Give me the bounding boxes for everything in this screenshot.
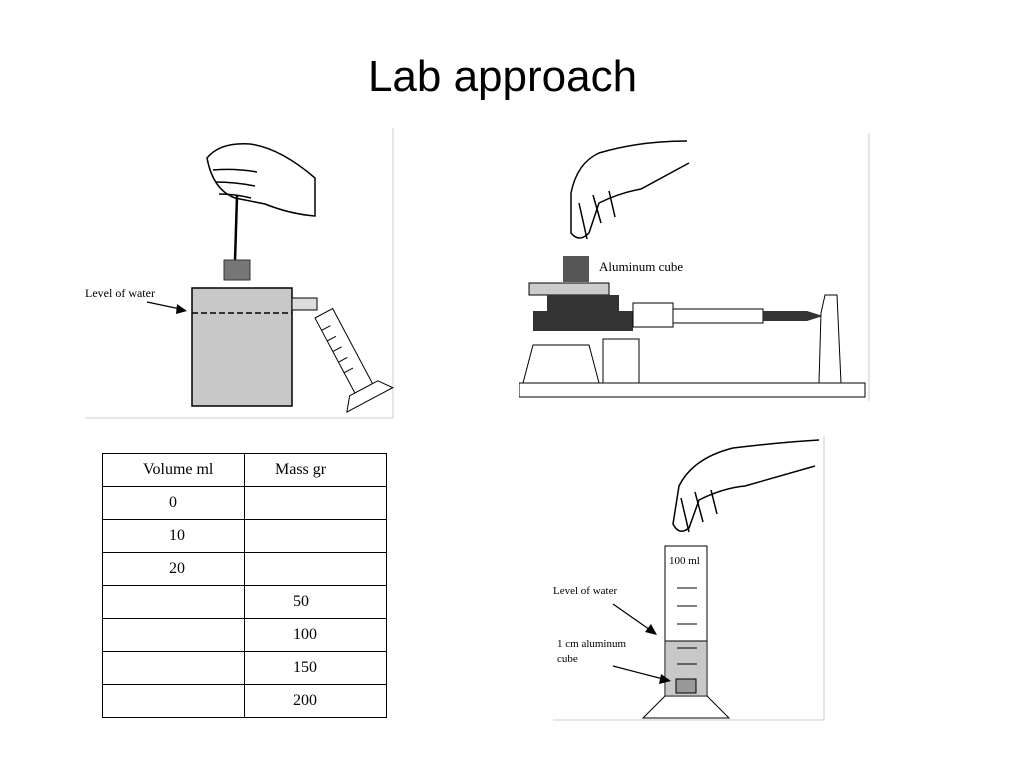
mass-cell: 150 (293, 659, 317, 676)
table-row: 10 (102, 519, 387, 553)
column-header-volume: Volume ml (143, 461, 214, 478)
cube-label-line2: cube (557, 653, 578, 665)
overflow-can-figure: Level of water (85, 128, 395, 420)
mass-cell: 50 (293, 593, 309, 610)
table-row: 150 (102, 651, 387, 685)
cylinder-figure: 100 ml Level of water 1 cm aluminum cube (553, 436, 827, 722)
slide-title: Lab approach (367, 52, 638, 101)
hand-icon (672, 439, 820, 533)
volume-cell: 0 (169, 494, 177, 511)
table-row: 50 (102, 585, 387, 619)
aluminum-cube-label: Aluminum cube (599, 259, 683, 274)
hand-icon (206, 143, 316, 217)
level-of-water-label: Level of water (85, 286, 155, 300)
cube-label-line1: 1 cm aluminum (557, 638, 626, 650)
level-of-water-label: Level of water (553, 585, 617, 597)
table-row: 100 (102, 618, 387, 652)
table-header-row: Volume ml Mass gr (102, 453, 387, 487)
volume-cell: 20 (169, 560, 185, 577)
hand-icon (570, 140, 690, 240)
capacity-label: 100 ml (669, 555, 700, 567)
volume-cell: 10 (169, 527, 185, 544)
mass-cell: 100 (293, 626, 317, 643)
table-row: 200 (102, 684, 387, 718)
column-header-mass: Mass gr (275, 461, 327, 478)
volume-mass-table: Volume ml Mass gr 0 10 20 50 100 150 200 (102, 453, 387, 718)
table-row: 0 (102, 486, 387, 520)
mass-cell: 200 (293, 692, 317, 709)
table-row: 20 (102, 552, 387, 586)
balance-figure: Aluminum cube (519, 133, 871, 403)
graduated-cylinder-icon (314, 307, 394, 413)
